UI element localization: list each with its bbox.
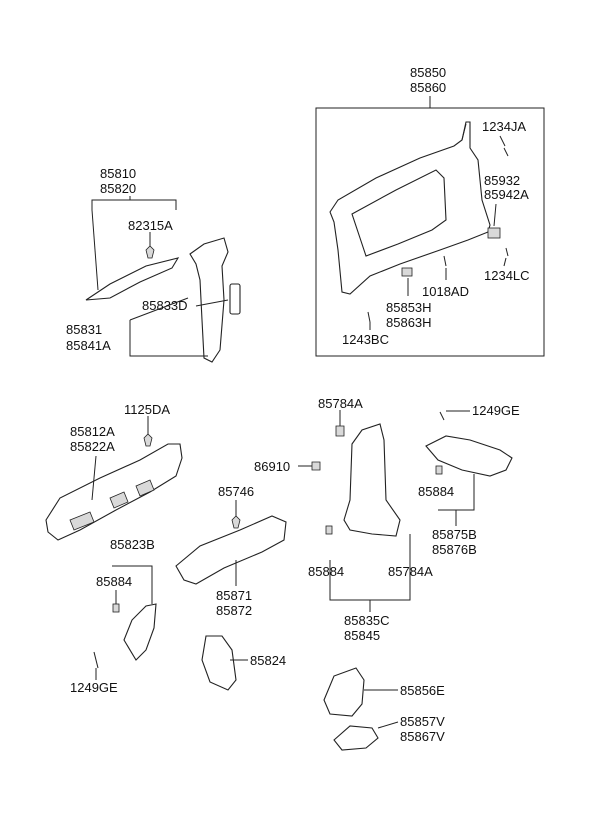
label-85746: 85746 — [218, 484, 254, 499]
rear-side-trim-panel — [45, 443, 183, 541]
bolt-1125DA — [143, 433, 153, 447]
screw-1234LC — [505, 247, 509, 257]
clip-85884-mid — [325, 525, 333, 535]
clip-85784A-top — [335, 425, 345, 437]
front-pillar-trim-strip — [85, 257, 180, 301]
label-1249GE-top: 1249GE — [472, 403, 520, 418]
label-85810: 85810 — [100, 166, 136, 181]
label-85784A-top: 85784A — [318, 396, 363, 411]
screw-1018AD — [443, 255, 447, 267]
quarter-trim-edge — [461, 123, 467, 141]
leader-85857V — [377, 721, 399, 729]
clip-85932 — [487, 227, 501, 239]
pillar-badge-85833D — [229, 283, 241, 315]
screw-1249GE-top — [439, 411, 445, 421]
label-85871: 85871 — [216, 588, 252, 603]
bracket-85857V — [333, 725, 379, 751]
bracket-85875B — [438, 474, 475, 511]
label-1243BC: 1243BC — [342, 332, 389, 347]
label-85860: 85860 — [410, 80, 446, 95]
label-85850: 85850 — [410, 65, 446, 80]
leader-85831-a — [129, 297, 189, 321]
quarter-trim-window — [351, 169, 447, 257]
label-1249GE-bottom: 1249GE — [70, 680, 118, 695]
label-85841A: 85841A — [66, 338, 111, 353]
label-85884-right: 85884 — [418, 484, 454, 499]
bracket-85810 — [91, 199, 177, 210]
label-85822A: 85822A — [70, 439, 115, 454]
trim-hole-2 — [109, 491, 129, 509]
screw-1243BC — [367, 311, 371, 323]
label-85833D: 85833D — [142, 298, 188, 313]
screw-1234JA — [503, 147, 509, 157]
label-85876B: 85876B — [432, 542, 477, 557]
label-85824: 85824 — [250, 653, 286, 668]
label-82315A: 82315A — [128, 218, 173, 233]
leader-85932 — [493, 203, 497, 227]
label-85932: 85932 — [484, 173, 520, 188]
label-85884-left: 85884 — [96, 574, 132, 589]
clip-85746 — [231, 515, 241, 529]
lower-pillar-cover-85823B — [123, 603, 157, 661]
label-85820: 85820 — [100, 181, 136, 196]
label-1234LC: 1234LC — [484, 268, 530, 283]
label-85867V: 85867V — [400, 729, 445, 744]
screw-82315A — [145, 245, 155, 259]
bracket-85831 — [129, 320, 208, 357]
label-85872: 85872 — [216, 603, 252, 618]
label-85857V: 85857V — [400, 714, 445, 729]
leader-85810-a — [91, 209, 99, 291]
label-85845: 85845 — [344, 628, 380, 643]
clip-85884-right — [435, 465, 443, 475]
sill-trim-85875B — [425, 435, 513, 477]
leader-1234LC — [503, 257, 507, 267]
bracket-85823B — [112, 565, 153, 604]
label-85823B: 85823B — [110, 537, 155, 552]
label-85884-mid: 85884 — [308, 564, 344, 579]
leader-85812A — [91, 455, 97, 501]
trim-hole-1 — [69, 511, 95, 531]
nut-86910 — [311, 461, 321, 471]
hook-85853H — [401, 267, 413, 277]
label-85853H: 85853H — [386, 300, 432, 315]
label-85835C: 85835C — [344, 613, 390, 628]
label-85831: 85831 — [66, 322, 102, 337]
leader-85833D — [195, 299, 229, 307]
label-85875B: 85875B — [432, 527, 477, 542]
label-85863H: 85863H — [386, 315, 432, 330]
lower-trim-85824 — [201, 635, 237, 691]
leader-1234JA — [499, 135, 506, 147]
center-pillar-lower-trim — [189, 237, 229, 363]
center-pillar-trim-85835C — [343, 423, 401, 537]
trim-hole-3 — [135, 479, 155, 497]
label-85942A: 85942A — [484, 187, 529, 202]
striker-85856E — [323, 667, 365, 717]
label-1125DA: 1125DA — [124, 402, 170, 417]
label-85812A: 85812A — [70, 424, 115, 439]
screw-1249GE-bottom — [93, 651, 99, 669]
sill-trim-85871 — [175, 515, 287, 585]
label-85856E: 85856E — [400, 683, 445, 698]
label-86910: 86910 — [254, 459, 290, 474]
label-85784A-mid: 85784A — [388, 564, 433, 579]
label-1018AD: 1018AD — [422, 284, 469, 299]
clip-85884-left — [112, 603, 120, 613]
label-1234JA: 1234JA — [482, 119, 526, 134]
